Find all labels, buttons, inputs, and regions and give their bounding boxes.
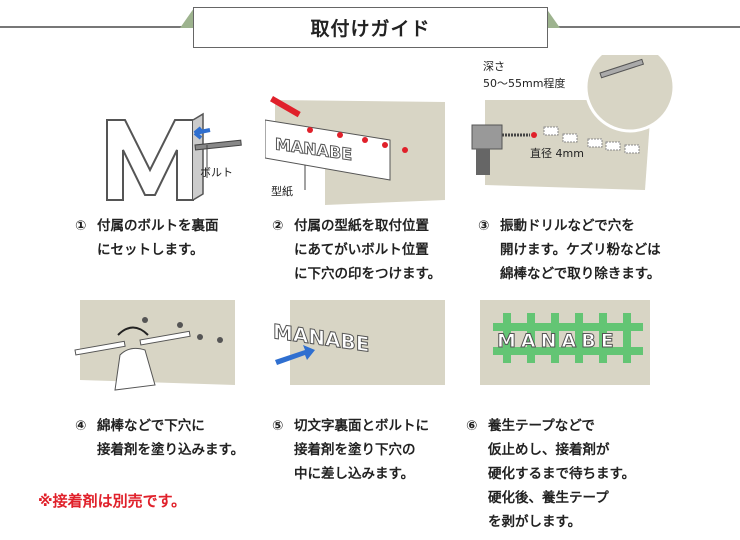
depth-label: 深さ bbox=[483, 60, 505, 73]
depth-value: 50〜55mm程度 bbox=[483, 76, 565, 90]
adhesive-note: ※接着剤は別売です。 bbox=[38, 492, 187, 510]
header-tab-right bbox=[546, 8, 560, 28]
bolt-label: ボルト bbox=[200, 166, 233, 179]
letters-taped: MANABE bbox=[497, 330, 619, 352]
template-label: 型紙 bbox=[271, 184, 293, 198]
step1-illustration: ボルト bbox=[106, 112, 242, 201]
step4-illustration bbox=[74, 300, 235, 391]
step5-illustration: MANABE bbox=[273, 300, 445, 385]
step3-illustration: 深さ 50〜55mm程度 直径 4mm bbox=[471, 55, 676, 190]
step6-illustration: MANABE bbox=[480, 300, 650, 385]
header-tab-left bbox=[180, 8, 194, 28]
page-title: 取付けガイド bbox=[193, 7, 548, 48]
step2-illustration: MANABE 型紙 bbox=[265, 96, 445, 205]
diameter-label: 直径 4mm bbox=[530, 146, 584, 160]
